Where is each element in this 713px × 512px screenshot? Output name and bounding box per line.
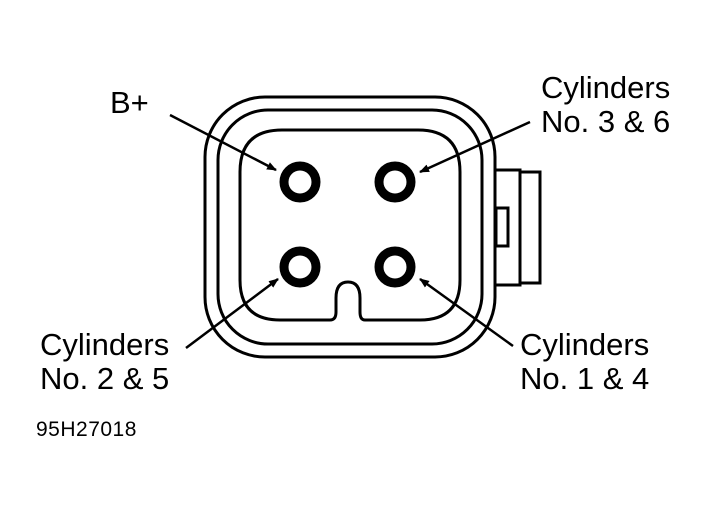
label-cylinders-3-6: Cylinders No. 3 & 6 bbox=[541, 71, 670, 139]
leader-arrows bbox=[169, 113, 531, 349]
label-cylinders-2-5: Cylinders No. 2 & 5 bbox=[40, 328, 169, 396]
label-cylinders-2-5-line2: No. 2 & 5 bbox=[40, 361, 170, 396]
terminal-cyl-2-5 bbox=[279, 246, 321, 288]
connector-inner-cavity bbox=[238, 128, 462, 322]
arrow-cyl-1-4 bbox=[419, 277, 514, 348]
label-cylinders-2-5-line1: Cylinders bbox=[40, 327, 170, 362]
label-cylinders-1-4: Cylinders No. 1 & 4 bbox=[520, 328, 649, 396]
label-b-plus: B+ bbox=[110, 85, 149, 120]
connector-outer-shell bbox=[203, 95, 497, 359]
label-cylinders-3-6-line2: No. 3 & 6 bbox=[541, 104, 671, 139]
label-cylinders-1-4-line2: No. 1 & 4 bbox=[520, 361, 650, 396]
arrow-cyl-2-5 bbox=[185, 278, 279, 349]
arrow-b-plus bbox=[169, 113, 277, 172]
terminals bbox=[279, 161, 416, 288]
terminal-cyl-1-4 bbox=[374, 246, 416, 288]
connector-body bbox=[203, 95, 497, 359]
terminal-cyl-3-6 bbox=[374, 161, 416, 203]
label-cylinders-1-4-line1: Cylinders bbox=[520, 327, 650, 362]
connector-middle-shell bbox=[216, 108, 484, 346]
figure-code: 95H27018 bbox=[36, 418, 137, 441]
arrow-cyl-3-6 bbox=[419, 120, 531, 174]
label-cylinders-3-6-line1: Cylinders bbox=[541, 70, 671, 105]
connector-latch bbox=[494, 168, 542, 287]
terminal-b-plus bbox=[279, 161, 321, 203]
